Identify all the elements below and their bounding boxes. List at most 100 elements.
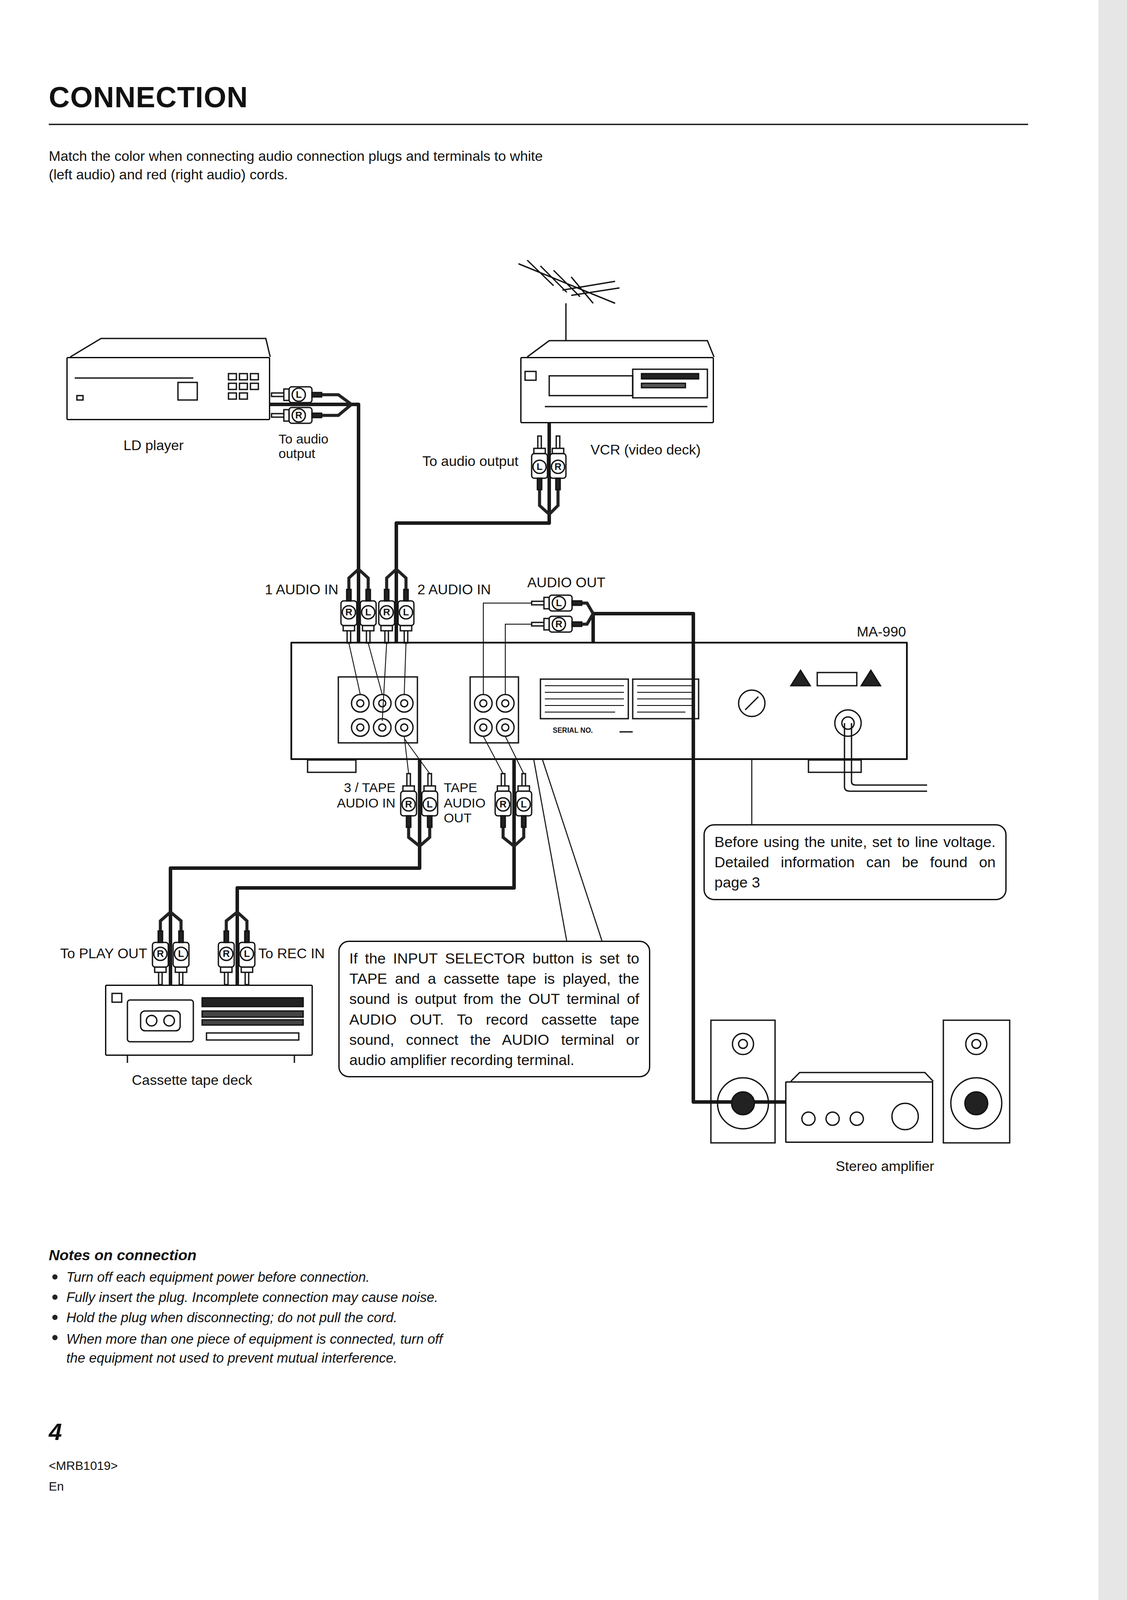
rca-plug — [550, 435, 566, 490]
ld-player: LD player — [66, 356, 271, 421]
plug-pin — [224, 971, 229, 985]
label-text: L — [426, 798, 433, 810]
plug-tail — [244, 930, 250, 943]
plug-body — [531, 453, 548, 479]
plug-mark-ring — [532, 460, 547, 474]
label-text: To REC IN — [258, 945, 325, 961]
plug-mark-ring — [423, 797, 437, 811]
rca-plug — [400, 773, 417, 827]
plug-tail — [384, 589, 389, 601]
plug-mark-ring — [399, 605, 413, 619]
label-text: Match the color when connecting audio co… — [48, 148, 543, 183]
cassette-deck-detail — [112, 992, 304, 1063]
callout-box: If the INPUT SELECTOR button is set to T… — [338, 940, 651, 1077]
plug-pin — [245, 971, 249, 985]
plug-mark-ring — [552, 596, 566, 610]
label-text: To audio output — [422, 452, 519, 469]
plug-letter: R — [342, 605, 356, 619]
plug-tail — [537, 478, 542, 490]
device-label: LD player — [123, 437, 184, 454]
plug-collar — [343, 625, 355, 631]
plug-body — [550, 453, 566, 479]
plug-pin — [404, 629, 408, 643]
plug-tail — [572, 621, 582, 627]
plug-body — [400, 790, 417, 816]
plug-letter: L — [532, 460, 547, 474]
plug-pin — [384, 629, 389, 643]
plug-pin — [501, 773, 505, 787]
plug-pin — [537, 435, 542, 450]
label-text: To PLAY OUT — [60, 945, 148, 961]
label-text: L — [295, 388, 302, 400]
label-text: R — [555, 618, 563, 630]
stereo-amplifier: Stereo amplifier — [785, 1080, 934, 1143]
plug-body — [398, 600, 414, 626]
connection-label: To REC IN — [258, 944, 356, 962]
plug-tail — [500, 815, 506, 827]
terminal-label: 2 AUDIO IN — [417, 580, 528, 598]
label-text: To audio output — [278, 431, 329, 461]
label-text: <MRB1019> — [48, 1458, 118, 1472]
label-text: L — [520, 798, 527, 810]
plug-pin — [347, 629, 351, 643]
plug-pin — [271, 392, 285, 397]
title-rule — [48, 123, 1029, 126]
label-text: R — [345, 606, 353, 618]
plug-mark-ring — [240, 946, 254, 961]
note-item: Hold the plug when disconnecting; do not… — [48, 1308, 533, 1326]
plug-body — [340, 600, 357, 626]
plug-tail — [178, 930, 184, 943]
plug-pin — [521, 773, 526, 787]
plug-body — [515, 790, 532, 816]
connection-label: To audio output — [278, 431, 341, 461]
plug-collar — [497, 785, 509, 791]
plug-body — [378, 600, 395, 626]
label-text: L — [536, 460, 543, 472]
plug-body — [549, 594, 573, 611]
plug-collar — [552, 448, 564, 454]
label-text: 2 AUDIO IN — [417, 581, 491, 598]
panel-text: SERIAL NO. — [552, 725, 619, 735]
plug-mark-ring — [517, 797, 531, 811]
ma990-panel — [307, 602, 928, 791]
plug-pin — [531, 622, 545, 626]
plug-collar — [380, 625, 393, 631]
rca-plug — [531, 594, 582, 611]
device-label: Cassette tape deck — [131, 1071, 253, 1088]
page-number: 4 — [48, 1416, 93, 1446]
page-title: CONNECTION — [48, 79, 249, 115]
plug-letter: L — [399, 605, 413, 619]
plug-letter: L — [361, 605, 375, 619]
intro-note: Match the color when connecting audio co… — [48, 147, 568, 184]
plug-collar — [175, 966, 187, 972]
plug-letter: R — [153, 946, 167, 961]
plug-pin — [427, 773, 432, 787]
rca-plug — [360, 589, 377, 643]
connection-label: To audio output — [408, 452, 519, 470]
plug-tail — [427, 815, 432, 827]
plug-tail — [158, 930, 163, 943]
label-text: L — [555, 597, 562, 609]
callout-text: If the INPUT SELECTOR button is set to T… — [349, 947, 640, 1070]
label-text: Turn off each equipment power before con… — [66, 1268, 370, 1285]
bullet-dot — [52, 1273, 58, 1280]
plug-tail — [572, 600, 582, 606]
plug-letter: R — [551, 460, 565, 474]
plug-pin — [366, 629, 370, 643]
terminal-label: TAPE AUDIO OUT — [443, 779, 493, 826]
leader-line — [533, 759, 602, 941]
plug-tail — [346, 589, 352, 601]
vcr-detail — [518, 260, 714, 407]
plug-collar — [283, 409, 290, 421]
plug-tail — [403, 589, 409, 601]
plug-mark-ring — [361, 605, 375, 619]
plug-mark-ring — [552, 617, 566, 631]
plug-collar — [543, 597, 550, 609]
rca-plug — [271, 407, 322, 424]
label-text: When more than one piece of equipment is… — [66, 1330, 443, 1366]
plug-collar — [241, 966, 253, 972]
device-label: MA-990 — [856, 623, 906, 640]
plug-collar — [543, 618, 550, 630]
label-text: TAPE AUDIO OUT — [443, 779, 486, 825]
terminal-label: 3 / TAPE AUDIO IN — [318, 779, 396, 811]
